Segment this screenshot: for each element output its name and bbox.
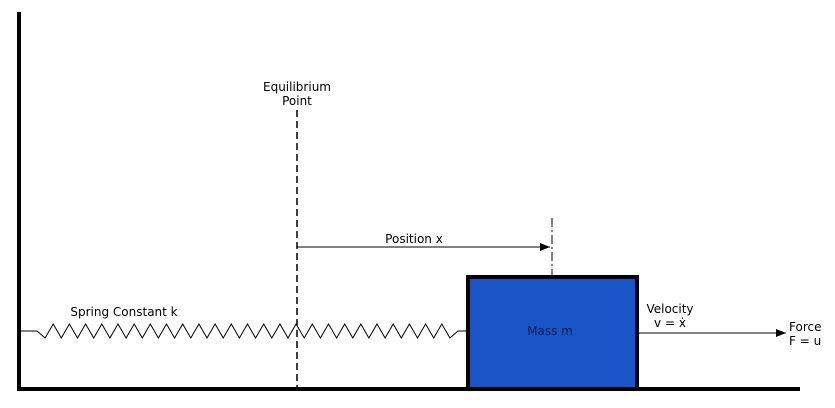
position-label: Position x — [385, 232, 443, 246]
mass-label: Mass m — [527, 324, 573, 338]
spring — [21, 322, 466, 340]
equilibrium-label-line2: Point — [282, 94, 312, 108]
force-label-line1: Force — [789, 320, 821, 334]
spring-constant-label: Spring Constant k — [70, 305, 177, 319]
velocity-label-line2: v = ẋ — [654, 316, 686, 330]
force-label-line2: F = u — [789, 334, 821, 348]
velocity-label-line1: Velocity — [646, 302, 693, 316]
equilibrium-label-line1: Equilibrium — [263, 80, 331, 94]
mass-block — [466, 275, 639, 391]
